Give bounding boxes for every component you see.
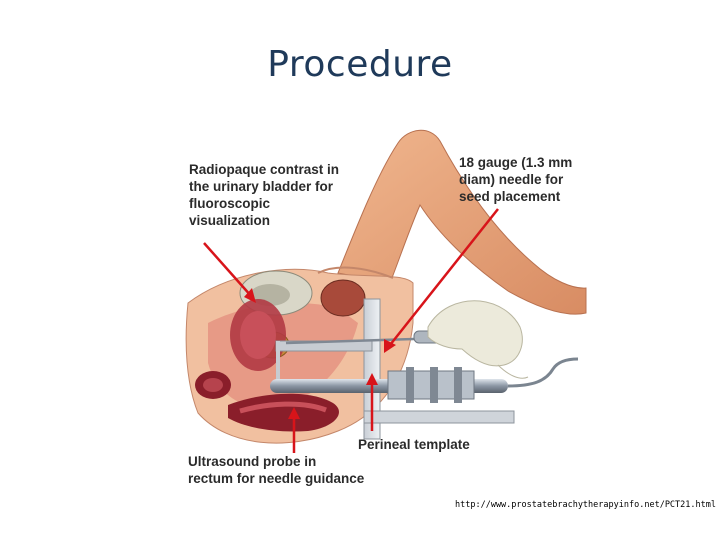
label-needle: 18 gauge (1.3 mm diam) needle for seed p… bbox=[459, 155, 573, 204]
label-contrast: Radiopaque contrast in the urinary bladd… bbox=[189, 162, 340, 228]
source-url: http://www.prostatebrachytherapyinfo.net… bbox=[455, 500, 716, 510]
leg-shape bbox=[337, 129, 587, 315]
template-frame bbox=[363, 298, 381, 440]
needle-arrow bbox=[389, 208, 499, 346]
contrast-arrow bbox=[203, 242, 253, 298]
slide-title: Procedure bbox=[267, 44, 453, 85]
anatomy-drawing bbox=[168, 113, 610, 497]
gloved-hand bbox=[427, 300, 523, 367]
label-template: Perineal template bbox=[358, 437, 470, 452]
label-probe: Ultrasound probe in rectum for needle gu… bbox=[188, 454, 365, 486]
brachytherapy-illustration: Radiopaque contrast in the urinary bladd… bbox=[168, 113, 610, 497]
rectum-shape bbox=[228, 393, 339, 432]
